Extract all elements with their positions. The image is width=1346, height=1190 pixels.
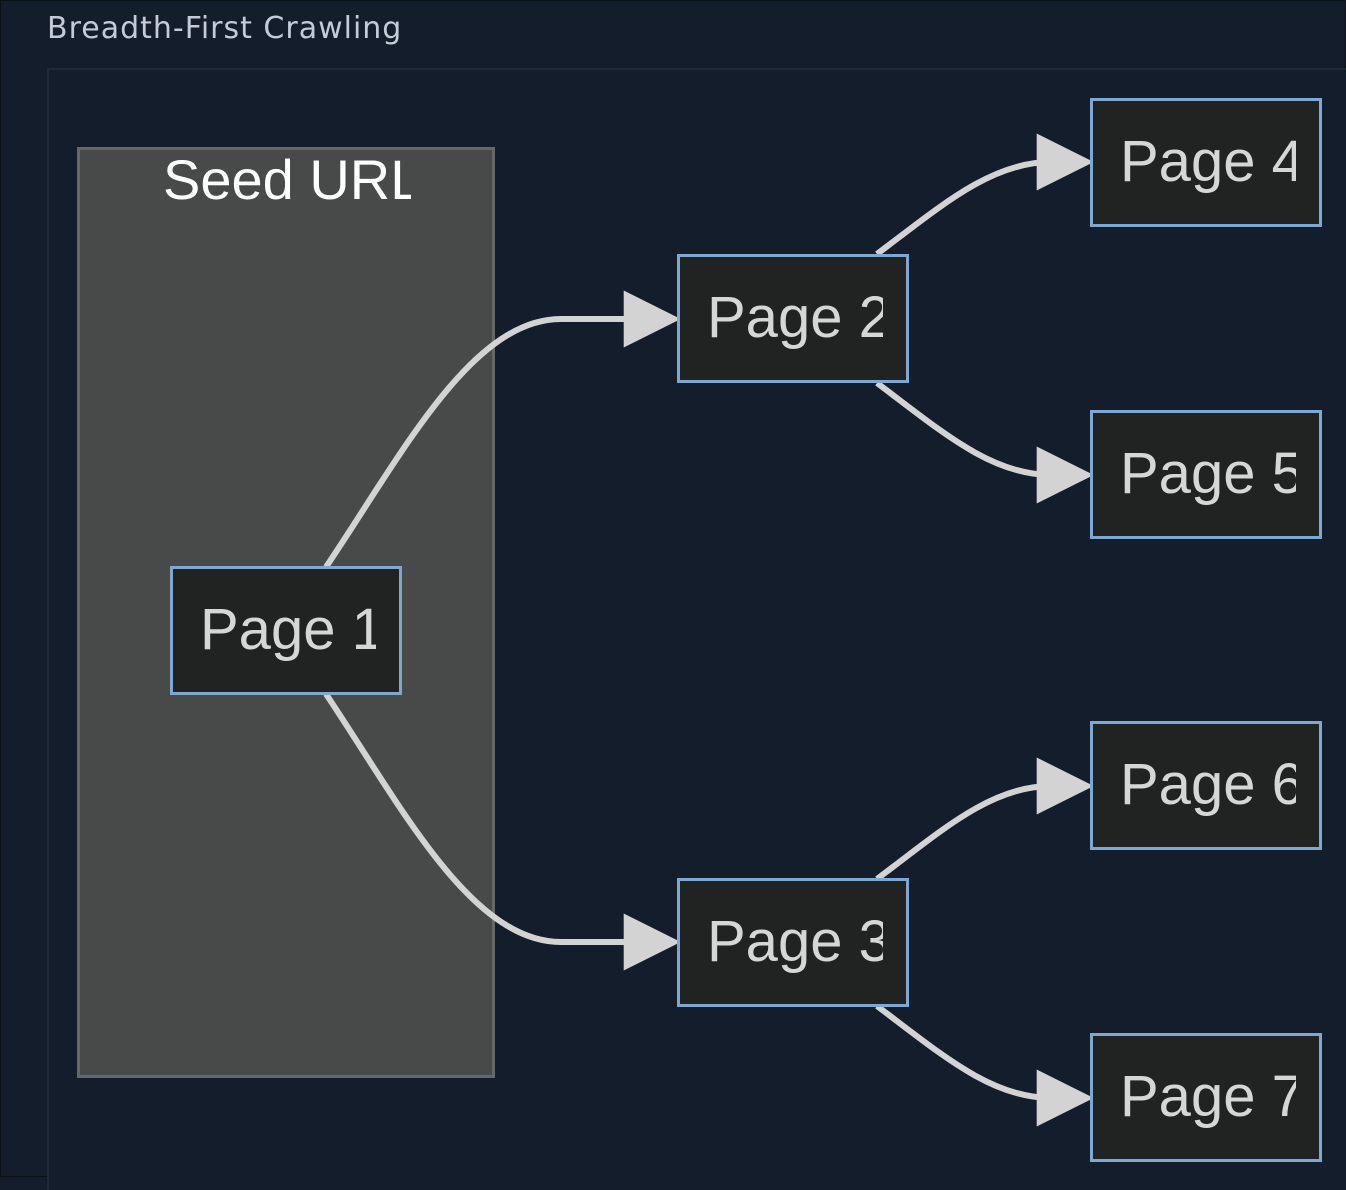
node-box [1090,98,1322,227]
node-box [677,878,909,1007]
cluster-label: Seed URL [163,148,421,211]
node-page-3: Page 3 [677,878,909,1007]
node-box [170,566,402,695]
node-label: Page 2 [707,285,891,350]
node-label: Page 6 [1120,752,1304,817]
node-label: Page 5 [1120,441,1304,506]
seed-url-cluster: Seed URL [77,147,495,1078]
node-box [1090,1033,1322,1162]
node-label: Page 4 [1120,129,1304,194]
edge-page3-page6 [875,757,1094,882]
node-label: Page 3 [707,909,891,974]
node-page-6: Page 6 [1090,721,1322,850]
edge-page3-page7 [875,1003,1094,1127]
node-box [1090,410,1322,539]
edge-page1-page3 [323,692,681,971]
diagram-title: Breadth-First Crawling [47,11,403,46]
edges [323,133,1094,1127]
edge-page2-page4 [875,133,1094,257]
node-label: Page 7 [1120,1064,1304,1129]
node-page-7: Page 7 [1090,1033,1322,1162]
node-page-1: Page 1 [170,566,402,695]
edge-page1-page2 [323,290,681,569]
node-page-5: Page 5 [1090,410,1322,539]
node-label: Page 1 [200,597,384,662]
node-page-4: Page 4 [1090,98,1322,227]
node-page-2: Page 2 [677,254,909,383]
node-box [677,254,909,383]
edge-page2-page5 [875,380,1094,504]
node-box [1090,721,1322,850]
